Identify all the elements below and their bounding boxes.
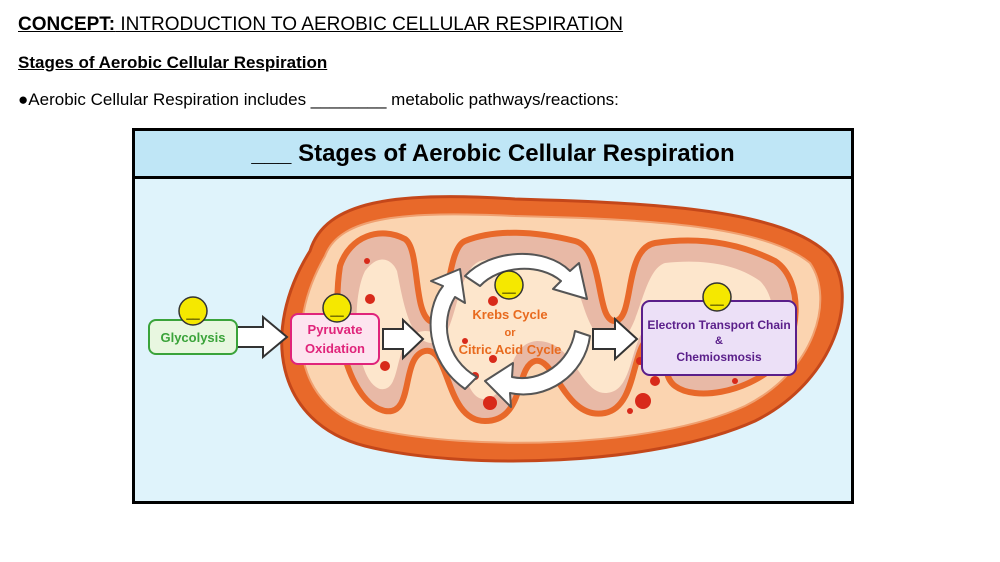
blank-circle-pyruvate: __ xyxy=(322,293,352,323)
mitochondrion-diagram: Glycolysis Pyruvate Oxidation Krebs Cycl… xyxy=(148,195,844,463)
diagram-title: ___ Stages of Aerobic Cellular Respirati… xyxy=(135,131,851,179)
krebs-label-2: or xyxy=(505,327,517,339)
blank-marker: __ xyxy=(329,303,344,317)
bullet-marker: ● xyxy=(18,90,29,109)
krebs-label-1: Krebs Cycle xyxy=(472,307,547,322)
diagram-panel: ___ Stages of Aerobic Cellular Respirati… xyxy=(132,128,854,504)
bullet-text: Aerobic Cellular Respiration includes __… xyxy=(28,90,619,109)
pyruvate-label-1: Pyruvate xyxy=(308,322,363,337)
pyruvate-label-2: Oxidation xyxy=(305,341,365,356)
concept-title: CONCEPT: INTRODUCTION TO AEROBIC CELLULA… xyxy=(18,14,623,36)
arrow-glycolysis-to-pyruvate xyxy=(234,314,289,360)
blank-marker: __ xyxy=(185,306,200,320)
blank-circle-krebs: __ xyxy=(494,270,524,300)
arrow-krebs-to-etc xyxy=(592,316,639,362)
krebs-label-3: Citric Acid Cycle xyxy=(459,342,562,357)
krebs-cycle-stage: Krebs Cycle or Citric Acid Cycle xyxy=(459,307,562,357)
glycolysis-label: Glycolysis xyxy=(160,330,225,345)
bullet-line: ●Aerobic Cellular Respiration includes _… xyxy=(18,90,619,110)
blank-marker: __ xyxy=(709,292,724,306)
etc-label-3: Chemiosmosis xyxy=(676,350,762,364)
blank-circle-glycolysis: __ xyxy=(178,296,208,326)
arrow-pyruvate-to-krebs xyxy=(382,317,425,361)
etc-label-1: Electron Transport Chain xyxy=(647,318,790,332)
section-heading: Stages of Aerobic Cellular Respiration xyxy=(18,53,328,72)
step-arrows xyxy=(234,314,639,362)
etc-label-2: & xyxy=(715,335,723,347)
blank-marker: __ xyxy=(501,280,516,294)
pyruvate-oxidation-stage: Pyruvate Oxidation xyxy=(290,313,380,365)
electron-transport-stage: Electron Transport Chain & Chemiosmosis xyxy=(641,300,797,376)
concept-text: INTRODUCTION TO AEROBIC CELLULAR RESPIRA… xyxy=(115,14,623,35)
concept-label: CONCEPT: xyxy=(18,14,116,35)
blank-circle-etc: __ xyxy=(702,282,732,312)
